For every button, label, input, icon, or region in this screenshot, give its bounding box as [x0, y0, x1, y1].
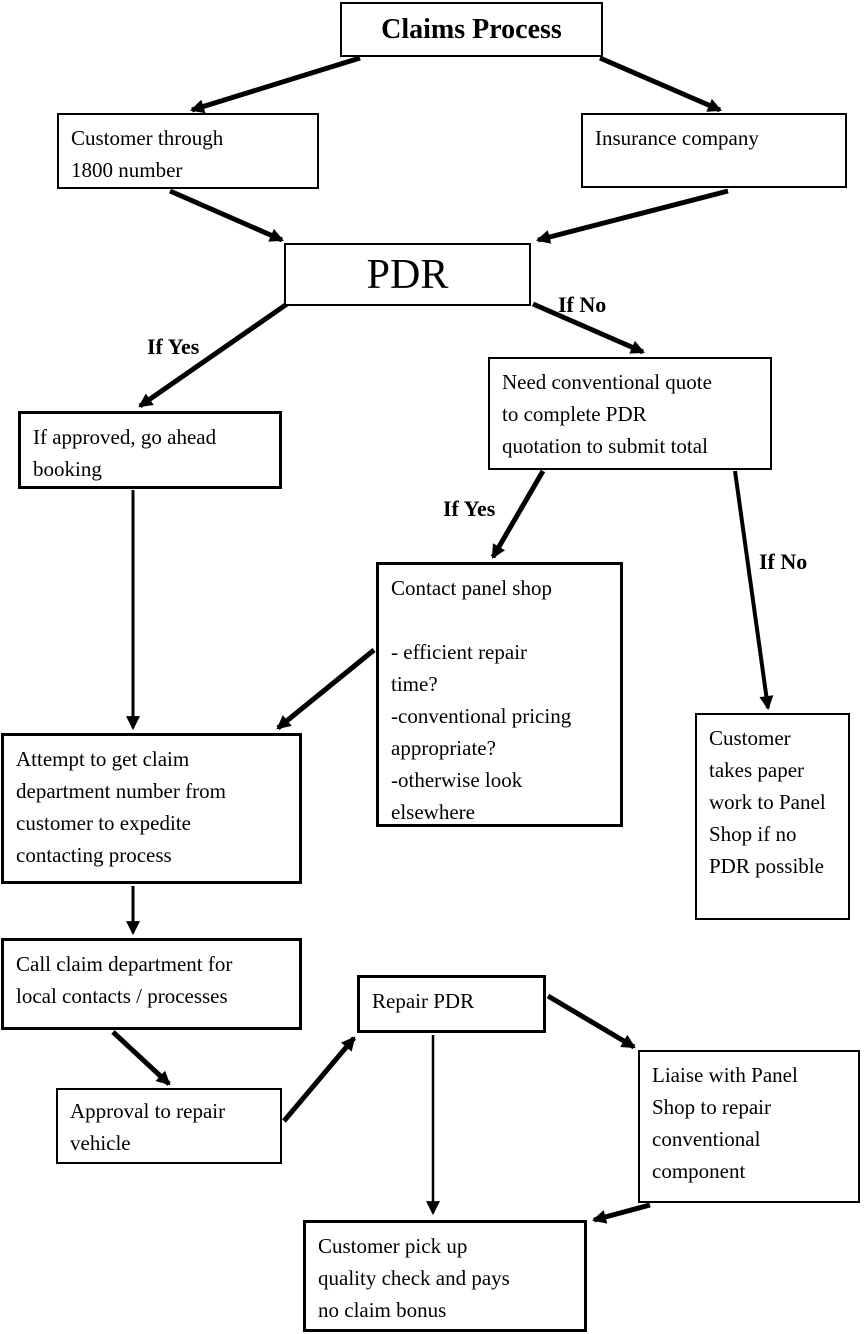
node-approval-to-repair: Approval to repair vehicle — [56, 1088, 282, 1164]
node-attempt-claim-number: Attempt to get claim department number f… — [1, 733, 302, 884]
edge-label-if-yes-quote: If Yes — [443, 496, 496, 521]
arrow-need-quote-no-to-paperwork — [733, 470, 774, 711]
arrow-liaise-to-pickup — [591, 1202, 651, 1224]
node-pdr: PDR — [284, 243, 531, 306]
arrow-insurance-to-pdr — [535, 188, 729, 244]
node-liaise-panel-shop: Liaise with Panel Shop to repair convent… — [638, 1050, 860, 1203]
arrow-approval-to-repair-pdr — [282, 1036, 356, 1123]
arrow-need-quote-yes-to-contact-panel — [490, 469, 546, 559]
edge-label-if-no-pdr: If No — [558, 292, 607, 317]
node-call-claim-department: Call claim department for local contacts… — [1, 938, 302, 1030]
arrow-pdr-yes-to-if-approved — [138, 301, 289, 409]
edge-label-if-yes-pdr: If Yes — [147, 334, 200, 359]
arrow-claims-to-insurance — [599, 55, 722, 113]
node-insurance-company: Insurance company — [581, 113, 847, 188]
node-if-approved-booking: If approved, go ahead booking — [18, 411, 282, 489]
node-customer-paperwork: Customer takes paper work to Panel Shop … — [695, 713, 850, 920]
arrow-repair-pdr-to-liaise — [546, 993, 636, 1050]
node-repair-pdr: Repair PDR — [357, 975, 546, 1033]
arrow-pdr-no-to-need-quote — [532, 301, 645, 355]
arrow-customer-1800-to-pdr — [168, 188, 284, 243]
arrow-contact-panel-to-attempt — [276, 648, 376, 730]
node-customer-pickup: Customer pick up quality check and pays … — [303, 1220, 587, 1332]
node-need-conventional-quote: Need conventional quote to complete PDR … — [488, 357, 772, 470]
edge-label-if-no-quote: If No — [759, 549, 808, 574]
node-contact-panel-shop: Contact panel shop - efficient repair ti… — [376, 562, 623, 827]
node-customer-through-1800: Customer through 1800 number — [57, 113, 319, 189]
node-claims-process: Claims Process — [340, 2, 603, 57]
arrow-call-claim-to-approval — [111, 1030, 171, 1086]
arrow-claims-to-customer-1800 — [189, 55, 361, 114]
